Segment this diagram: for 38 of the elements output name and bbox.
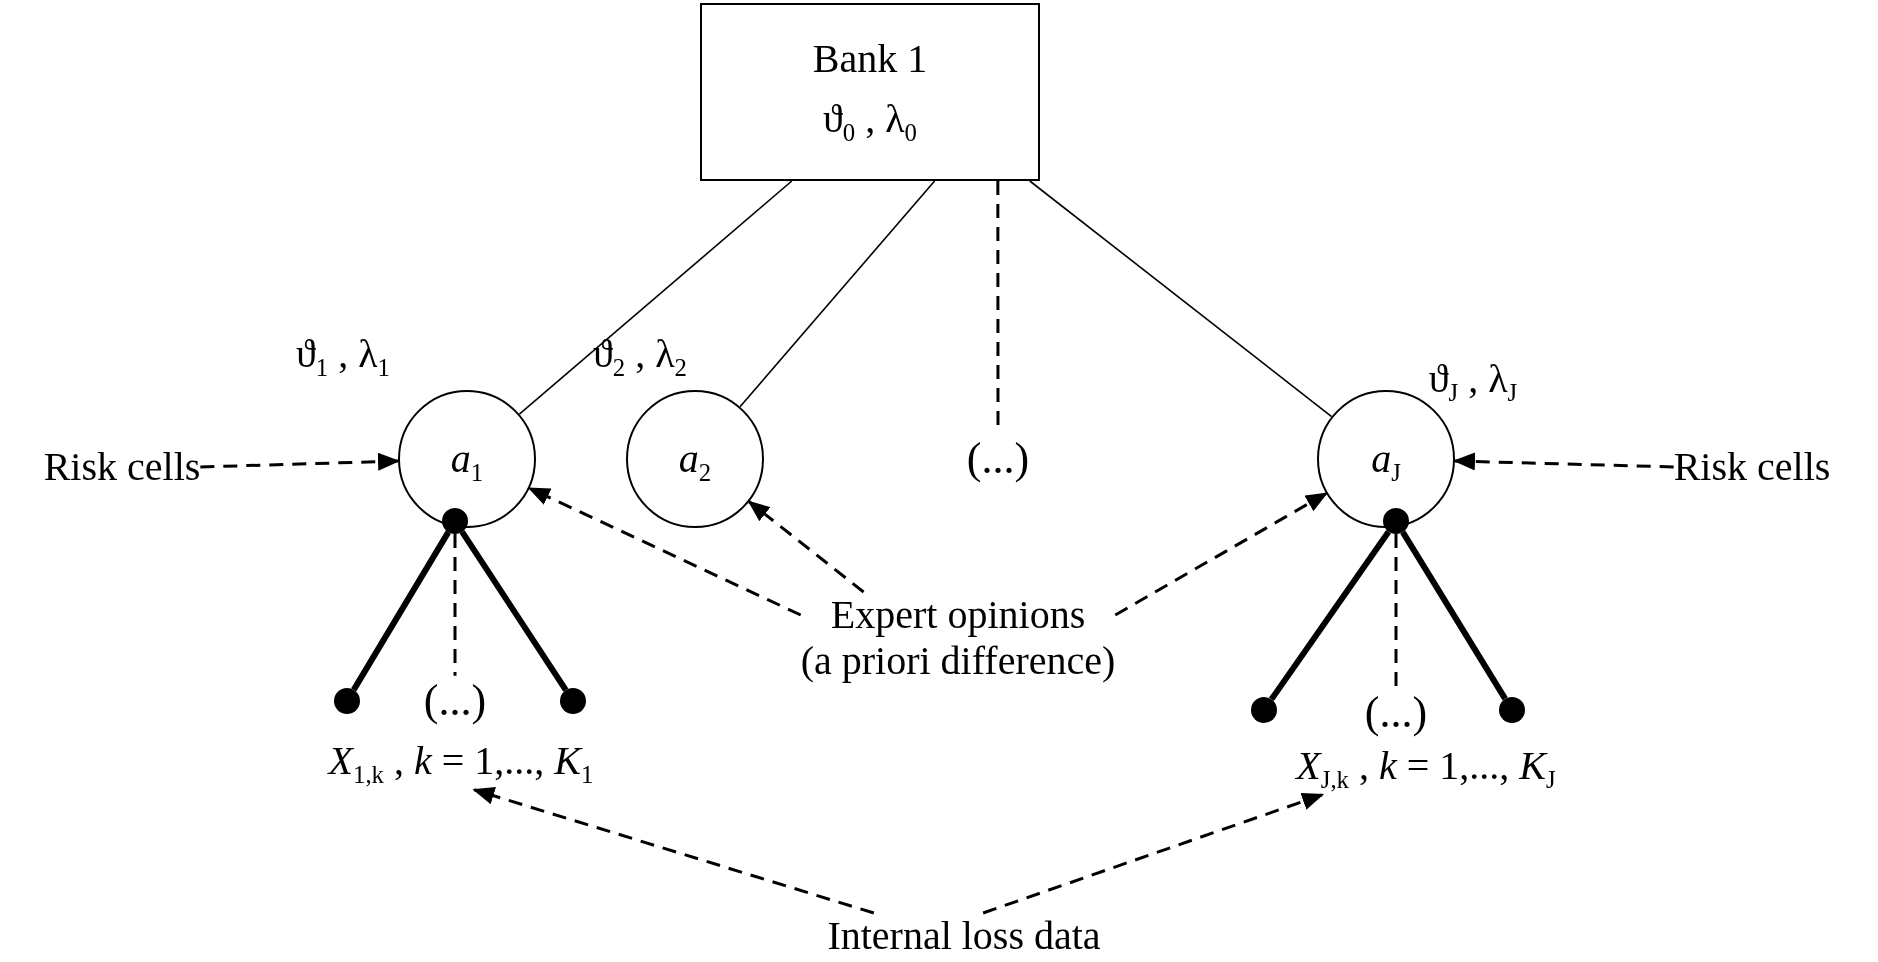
arrow [1114,492,1328,617]
connector-line [459,530,569,692]
filled-dot [334,688,360,714]
connector-line [1029,180,1333,418]
arrow [982,792,1325,915]
bank-box [700,3,1040,181]
ellipsis-text: (...) [966,433,1030,485]
node-text: X$_{1,k}$ ,k = 1,..., K$_{1}$ [328,738,594,790]
filled-dot [1499,697,1525,723]
annotation-text: Expert opinions [830,592,1086,638]
filled-dot [1383,508,1409,534]
arrow [1452,452,1674,471]
box-title: Bank 1 [812,36,928,83]
node-text: Internal loss data [827,913,1101,959]
connector-line [453,534,457,676]
variable-circle: a$_{2}$ [626,390,764,528]
parameter-text: ϑ$_{0}$ , λ$_{0}$ [823,96,917,148]
ellipsis-text: (...) [1364,687,1428,739]
parameter-label: ϑ$_{1}$ , λ$_{1}$ [296,330,390,382]
arrow [200,452,401,471]
connector-line [351,530,451,692]
connector-line [1400,530,1508,701]
connector-line [518,180,793,415]
annotation-subtext: (a priori difference) [800,638,1116,684]
filled-dot [442,508,468,534]
node-text: Risk cells [1673,444,1831,490]
filled-dot [1251,697,1277,723]
ellipsis-text: (...) [423,675,487,727]
node-text: Risk cells [43,444,201,490]
node-text: X$_{J,k}$ ,k = 1,..., K$_{J}$ [1296,743,1556,795]
arrow [472,787,875,915]
parameter-label: ϑ$_{2}$ , λ$_{2}$ [593,330,687,382]
arrow [747,500,865,594]
connector-line [1269,529,1391,702]
filled-dot [560,688,586,714]
arrow [527,486,802,617]
connector-line [739,180,936,408]
connector-line [1394,534,1398,688]
